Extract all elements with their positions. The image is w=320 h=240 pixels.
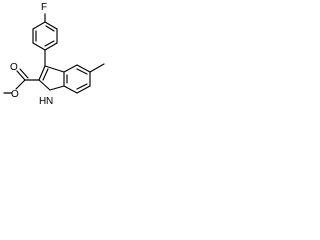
benzo-double-bond-bottom — [76, 83, 88, 90]
indole-ester-structure: F O O N H — [3, 2, 105, 107]
carbonyl-bond-2 — [19, 68, 29, 79]
carbonyl-oxygen-label: O — [10, 62, 18, 73]
c2-c3-double-bond — [42, 68, 49, 81]
fluorophenyl-ring — [32, 21, 58, 51]
c2-n1-bond — [38, 79, 51, 91]
phenyl-double-bond-top — [45, 25, 55, 32]
fluorine-label: F — [41, 2, 47, 13]
benzo-double-bond-top — [76, 68, 88, 75]
phenyl-bond-bottom-right — [44, 42, 58, 51]
methyl-bond — [89, 63, 105, 73]
nitrogen-label: N — [46, 96, 53, 107]
ether-bond — [15, 79, 26, 90]
c3a-c3-bond — [44, 65, 65, 73]
benzo-bond-c7-c7a — [63, 85, 78, 94]
benzo-ring — [63, 64, 91, 94]
phenyl-bond-top-left — [32, 21, 46, 30]
carbonyl-bond-1 — [16, 70, 26, 81]
benzo-bond-c3a-c4 — [63, 64, 78, 73]
nitrogen-hydrogen-label: H — [39, 96, 46, 107]
c3-c2-bond — [38, 65, 46, 81]
phenyl-bond-top-right — [44, 21, 58, 30]
ether-oxygen-label: O — [11, 89, 19, 100]
benzo-bond-c6-c7 — [76, 85, 91, 94]
benzo-bond-c4-c5 — [76, 64, 91, 73]
pyrrole-ring — [38, 65, 65, 91]
n1-c7a-bond — [49, 85, 65, 91]
phenyl-double-bond-bottom — [44, 40, 55, 47]
phenyl-bond-bottom-left — [32, 42, 46, 51]
